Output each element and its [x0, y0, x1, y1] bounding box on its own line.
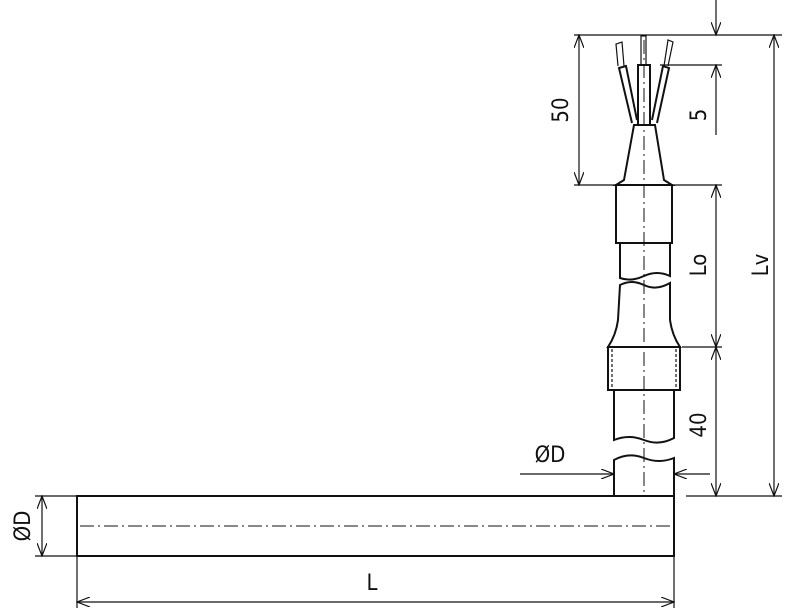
label-rod-length: L	[366, 571, 377, 596]
label-strip-length: 5	[687, 109, 712, 122]
heater-rod	[76, 495, 675, 557]
label-wire-length: 50	[549, 97, 574, 122]
label-rod-diameter: ØD	[11, 511, 36, 542]
braid-upper	[619, 242, 671, 281]
label-braid-length: Lo	[687, 254, 712, 277]
label-cable-diameter: ØD	[535, 443, 566, 468]
label-total-length: Lv	[749, 253, 774, 276]
braid-lower	[606, 281, 682, 348]
label-sleeve-length: 40	[687, 412, 712, 437]
extension-lines	[35, 34, 782, 608]
